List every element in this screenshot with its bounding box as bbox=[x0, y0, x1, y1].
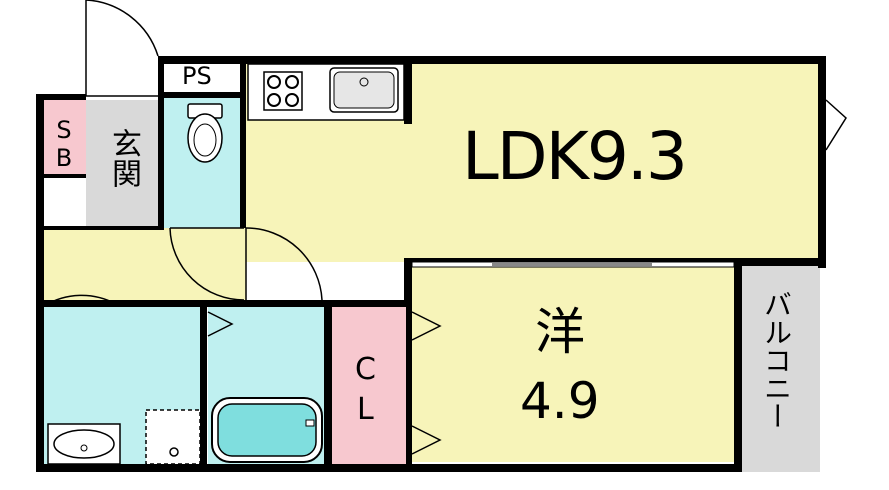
stove-icon bbox=[263, 71, 303, 111]
entrance-label: 玄関 bbox=[106, 128, 141, 188]
balcony-label: バルコニー bbox=[760, 290, 793, 430]
closet-label-bottom: L bbox=[357, 392, 374, 427]
western-room-label-bottom: 4.9 bbox=[520, 372, 600, 430]
closet-floor bbox=[332, 306, 408, 464]
balcony-floor bbox=[740, 262, 820, 472]
toilet-icon bbox=[187, 103, 223, 163]
washing-machine-pan-icon bbox=[145, 409, 201, 465]
sliding-partition bbox=[411, 261, 735, 268]
washbasin-icon bbox=[47, 423, 121, 465]
closet-label-top: C bbox=[355, 352, 376, 387]
hallway-floor bbox=[44, 228, 246, 302]
western-room-label-top: 洋 bbox=[535, 303, 585, 361]
bathtub-icon bbox=[211, 397, 323, 463]
shoe-box bbox=[44, 100, 86, 176]
western-room-floor bbox=[410, 262, 740, 462]
pipe-space-label: PS bbox=[182, 62, 212, 90]
kitchen-sink-icon bbox=[329, 67, 399, 113]
entrance-floor bbox=[86, 100, 162, 228]
doors bbox=[43, 0, 847, 460]
shoe-box-label: SB bbox=[50, 116, 78, 172]
ldk-label: LDK9.3 bbox=[462, 118, 688, 195]
